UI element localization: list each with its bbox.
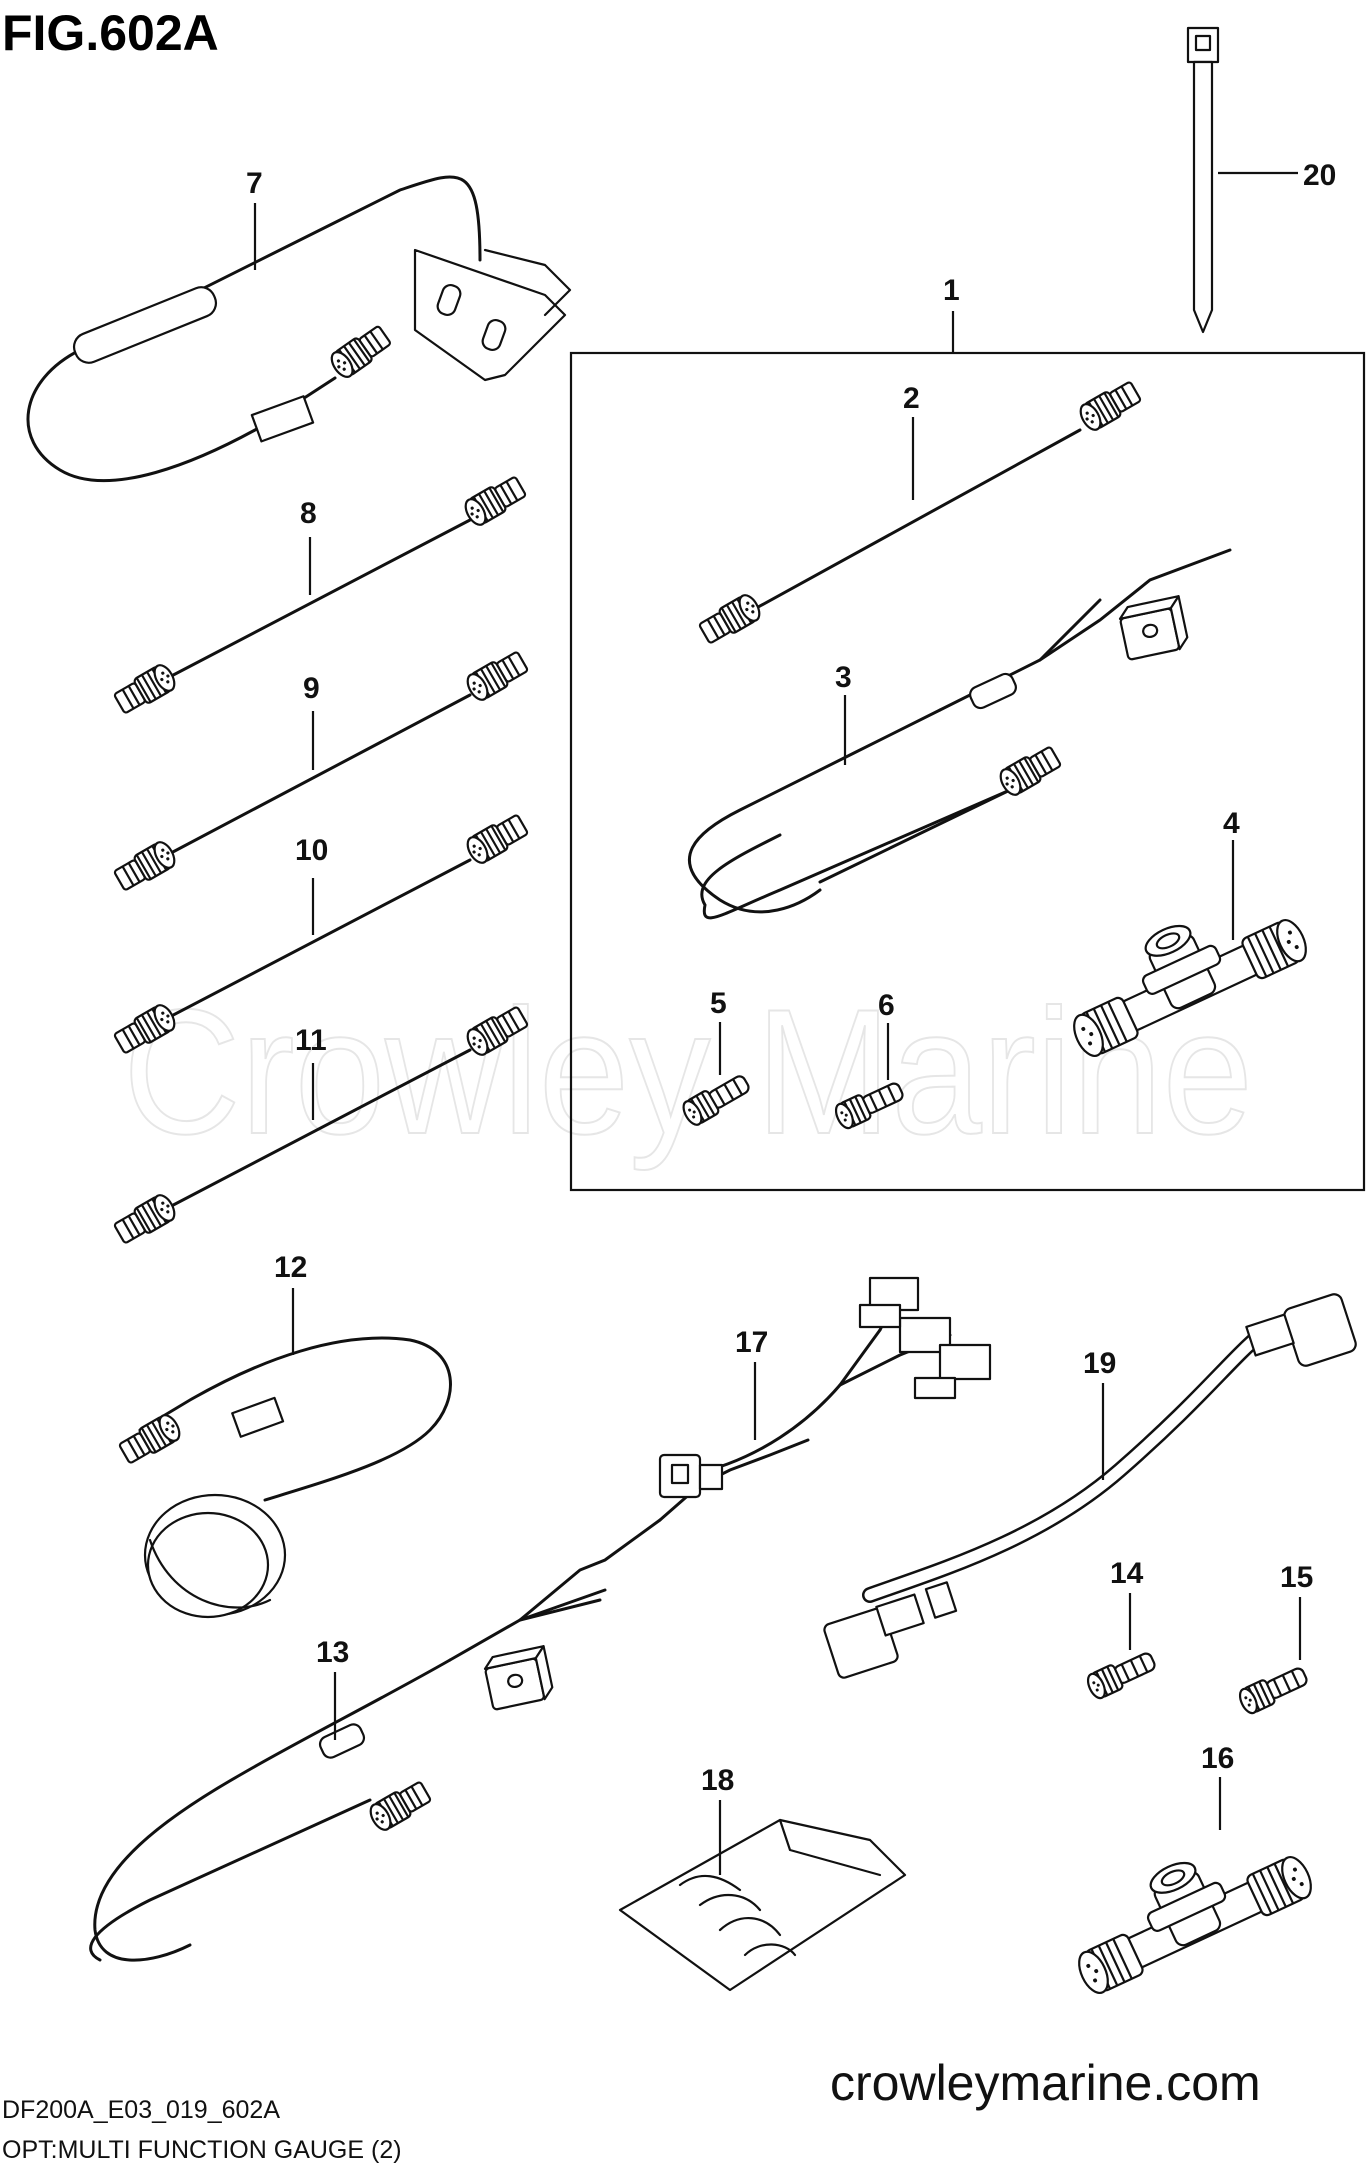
label-part-10: 10 [295, 834, 328, 867]
label-part-4: 4 [1223, 807, 1240, 840]
label-part-6: 6 [878, 989, 895, 1022]
label-part-9: 9 [303, 672, 320, 705]
label-part-3: 3 [835, 661, 852, 694]
label-part-12: 12 [274, 1251, 307, 1284]
website-url: crowleymarine.com [830, 2055, 1261, 2111]
label-part-14: 14 [1110, 1557, 1144, 1590]
part-17-harness [658, 1276, 992, 1499]
part-15-terminator [1235, 1661, 1312, 1717]
label-part-5: 5 [710, 987, 727, 1020]
part-3-power-cable [687, 548, 1232, 920]
diagram-subtitle: OPT:MULTI FUNCTION GAUGE (2) [2, 2136, 402, 2164]
part-8-cable [111, 472, 529, 718]
drawing-code: DF200A_E03_019_602A [2, 2096, 280, 2124]
part-18-hardware-bag [618, 1818, 907, 1992]
label-part-19: 19 [1083, 1347, 1116, 1380]
part-14-terminator [1083, 1646, 1160, 1702]
part-10-cable [111, 810, 531, 1058]
part-9-cable [111, 647, 531, 895]
label-part-18: 18 [701, 1764, 734, 1797]
part-2-cable [696, 377, 1144, 648]
figure-title: FIG.602A [2, 5, 219, 61]
leader-lines [253, 171, 1302, 1875]
part-19-extension-harness [823, 1293, 1357, 1679]
kit-box [569, 351, 1366, 1192]
part-20-cable-tie [1186, 26, 1220, 334]
label-part-17: 17 [735, 1326, 768, 1359]
label-part-11: 11 [295, 1024, 327, 1057]
label-part-13: 13 [316, 1636, 349, 1669]
label-part-20: 20 [1303, 159, 1336, 192]
label-part-2: 2 [903, 382, 920, 415]
part-7-transducer [26, 175, 572, 483]
part-12-sensor [116, 1336, 452, 1619]
part-16-tee-connector [1054, 1813, 1318, 1999]
label-part-7: 7 [246, 167, 263, 200]
watermark: Crowley Marine [123, 972, 1253, 1171]
part-11-cable [111, 1002, 531, 1248]
part-labels: 1 2 3 4 5 6 7 8 9 10 11 12 13 14 15 16 1… [246, 159, 1336, 1797]
label-part-15: 15 [1280, 1561, 1313, 1594]
label-part-16: 16 [1201, 1742, 1234, 1775]
label-part-1: 1 [943, 274, 960, 307]
label-part-8: 8 [300, 497, 317, 530]
